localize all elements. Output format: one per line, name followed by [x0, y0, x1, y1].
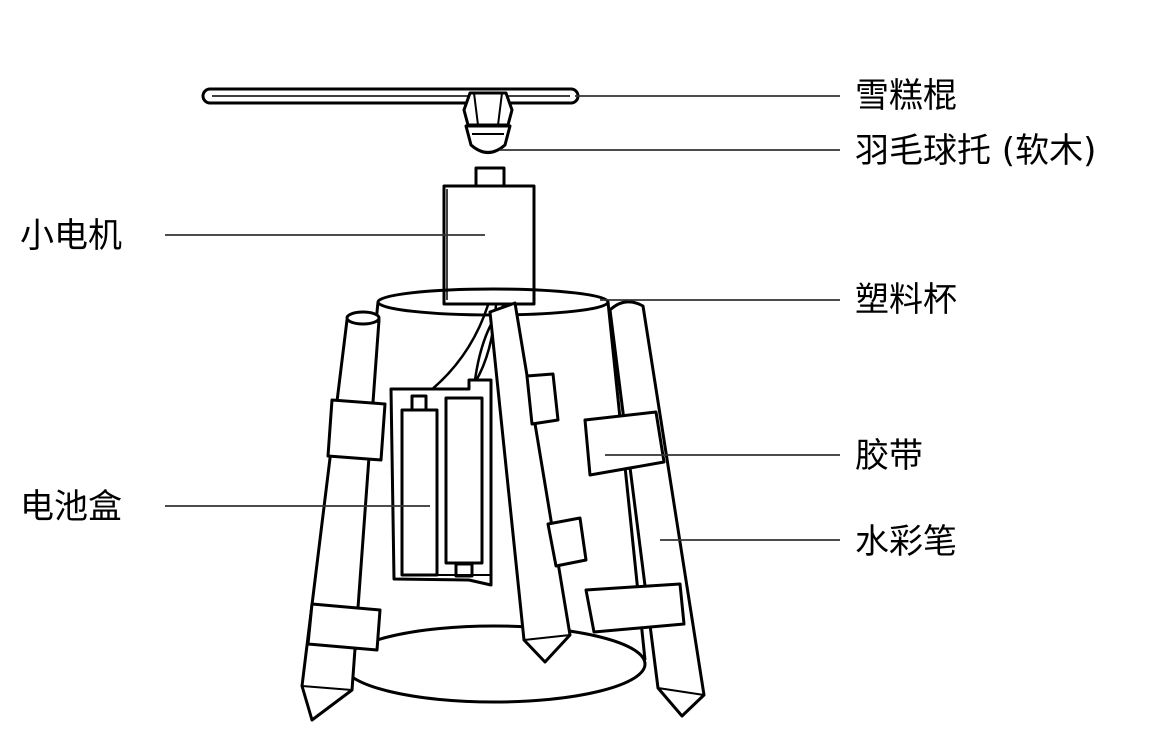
leader-lines — [165, 95, 840, 541]
popsicle-stick — [201, 87, 580, 105]
tape-pieces — [306, 372, 686, 652]
label-popsicle-stick: 雪糕棍 — [855, 76, 957, 116]
label-cork-holder: 羽毛球托 (软木) — [855, 131, 1097, 171]
label-plastic-cup: 塑料杯 — [855, 280, 957, 320]
label-battery-box: 电池盒 — [20, 487, 122, 527]
cork-holder — [462, 91, 514, 154]
motor — [442, 166, 536, 306]
label-marker: 水彩笔 — [855, 522, 957, 562]
battery-box — [389, 378, 493, 587]
marker-left — [300, 310, 381, 722]
label-tape: 胶带 — [855, 436, 923, 476]
label-motor: 小电机 — [20, 216, 122, 256]
marker-front — [488, 301, 572, 664]
marker-right — [608, 300, 706, 718]
